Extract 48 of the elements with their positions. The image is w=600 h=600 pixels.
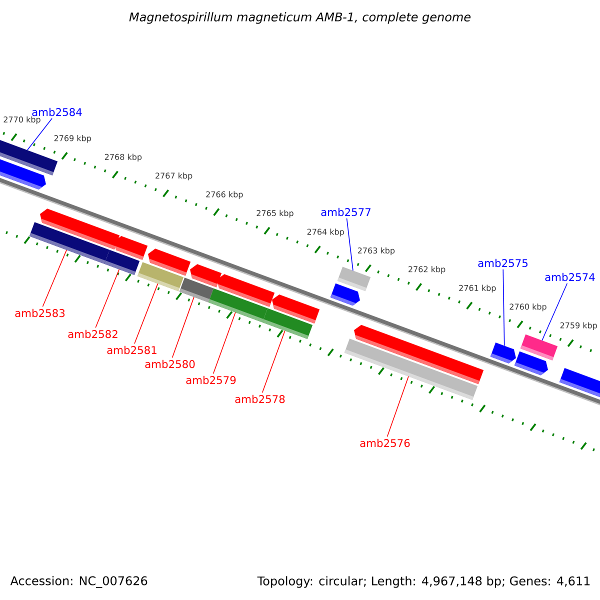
gene-bar [344, 338, 478, 400]
footer-text: Accession: NC_007626 [10, 576, 148, 588]
gene-bar [29, 222, 110, 264]
leader-line [42, 250, 67, 307]
gene-label: amb2574 [545, 272, 595, 282]
scale-label: 2766 kbp [206, 191, 243, 199]
leader-line [212, 312, 236, 374]
gene-bar [262, 308, 313, 340]
scale-label: 2759 kbp [560, 322, 597, 330]
gene-bar [137, 262, 184, 292]
leader-line [386, 376, 409, 437]
gene-label: amb2579 [186, 376, 236, 384]
scale-label: 2769 kbp [54, 135, 91, 143]
leader-line [134, 283, 158, 344]
gene-label: amb2576 [360, 438, 410, 448]
leader-line [172, 296, 194, 358]
gene-label: amb2584 [32, 108, 82, 116]
title: Magnetospirillum magneticum AMB-1, complete genome [129, 12, 471, 24]
gene-bar [330, 283, 360, 306]
gene-label: amb2583 [15, 308, 65, 318]
gene-label: amb2575 [478, 258, 528, 268]
scale-label: 2763 kbp [358, 247, 395, 256]
gene-label: amb2582 [68, 330, 118, 338]
gene-bar [490, 342, 516, 364]
gene-bar [179, 278, 214, 302]
scale-label: 2762 kbp [408, 266, 446, 274]
scale-label: 2760 kbp [510, 304, 546, 312]
footer-text: Topology: circular; Length: 4,967,148 bp; Genes: 4,611 [257, 576, 590, 588]
gene-label: amb2578 [235, 394, 285, 404]
leader-line [502, 269, 505, 346]
gene-label: amb2580 [145, 360, 195, 368]
scale-label: 2767 kbp [156, 172, 192, 180]
scale-label: 2770 kbp [4, 116, 40, 124]
scale-label: 2768 kbp [104, 154, 142, 162]
leader-line [26, 118, 52, 151]
scale-label: 2765 kbp [256, 210, 294, 218]
gene-label: amb2577 [321, 208, 370, 216]
leader-line [262, 330, 286, 393]
leader-line [95, 269, 120, 328]
gene-bar [104, 250, 140, 276]
leader-line [542, 283, 568, 341]
scale-label: 2764 kbp [307, 228, 344, 236]
gene-bar [208, 288, 268, 322]
gene-label: amb2581 [107, 346, 156, 354]
scale-label: 2761 kbp [459, 284, 496, 293]
gene-bar [514, 351, 548, 376]
leader-line [346, 218, 354, 271]
gene-bar [559, 368, 600, 400]
